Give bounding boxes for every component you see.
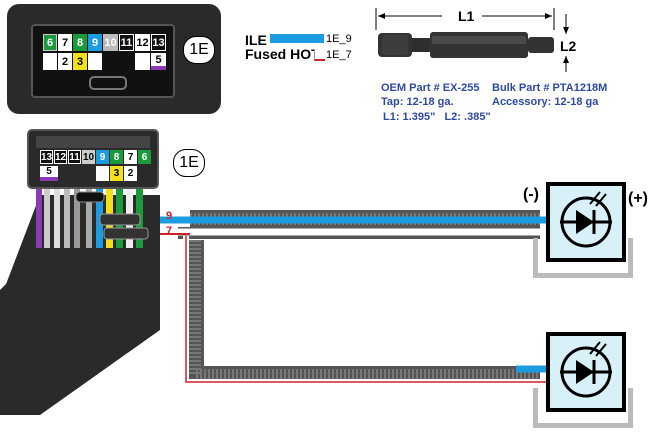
legend-fused-swatch	[314, 49, 325, 61]
top-pin-blank-b	[88, 53, 102, 70]
top-pin-blank-c	[135, 53, 150, 70]
connector-side-label: 1E	[173, 149, 205, 177]
side-pin-6: 6	[138, 150, 151, 164]
legend-ile-swatch	[270, 34, 324, 43]
spec-bulk-part: Bulk Part # PTA1218M	[492, 82, 608, 94]
tap-l2-label: L2	[560, 38, 577, 54]
spec-oem-part: OEM Part # EX-255	[381, 82, 480, 94]
connector-latch	[89, 76, 127, 90]
top-pin-7: 7	[58, 34, 72, 51]
side-pin-blank	[96, 166, 109, 181]
side-pin-11: 11	[68, 150, 81, 164]
wire-loom-routes	[178, 210, 540, 384]
spec-accessory: Accessory: 12-18 ga	[492, 96, 599, 108]
side-pin-9: 9	[96, 150, 109, 164]
top-pin-8: 8	[73, 34, 87, 51]
top-pin-3: 3	[73, 53, 87, 70]
legend-ile-code: 1E_9	[326, 33, 352, 45]
legend-fused-code: 1E_7	[326, 49, 352, 61]
top-pin-13: 13	[151, 34, 166, 51]
led-upper-return-loop	[533, 238, 633, 278]
side-pin-7: 7	[124, 150, 137, 164]
side-pin-8: 8	[110, 150, 123, 164]
led-upper-symbol	[560, 191, 612, 248]
tap-part-drawing	[375, 8, 569, 72]
top-pin-10: 10	[103, 34, 118, 51]
side-pin-10: 10	[82, 150, 95, 164]
top-pin-2: 2	[58, 53, 72, 70]
led-neg-label: (-)	[523, 186, 539, 203]
legend-fused-label: Fused HOT	[245, 46, 320, 62]
led-lower-symbol	[560, 341, 612, 398]
connector-top-label: 1E	[183, 36, 215, 64]
spec-tap-gauge: Tap: 12-18 ga.	[381, 96, 454, 108]
led-lower-return-loop	[533, 388, 633, 428]
side-pin-12: 12	[54, 150, 67, 164]
spec-dimensions: L1: 1.395" L2: .385"	[383, 111, 491, 123]
top-pin-blank-a	[43, 53, 57, 70]
side-pin-5: 5	[40, 166, 58, 181]
side-pin-2: 2	[124, 166, 137, 181]
side-pin-3: 3	[110, 166, 123, 181]
side-pin-13: 13	[40, 150, 53, 164]
led-pos-label: (+)	[628, 190, 648, 207]
top-pin-5: 5	[151, 53, 166, 70]
top-pin-9: 9	[88, 34, 102, 51]
wire-9-label: 9	[166, 210, 173, 222]
legend-ile-label: ILE	[245, 32, 267, 48]
wire-7-label: 7	[166, 225, 173, 237]
tap-l1-label: L1	[458, 8, 475, 24]
top-pin-11: 11	[119, 34, 134, 51]
top-pin-12: 12	[135, 34, 150, 51]
top-pin-6: 6	[43, 34, 57, 51]
